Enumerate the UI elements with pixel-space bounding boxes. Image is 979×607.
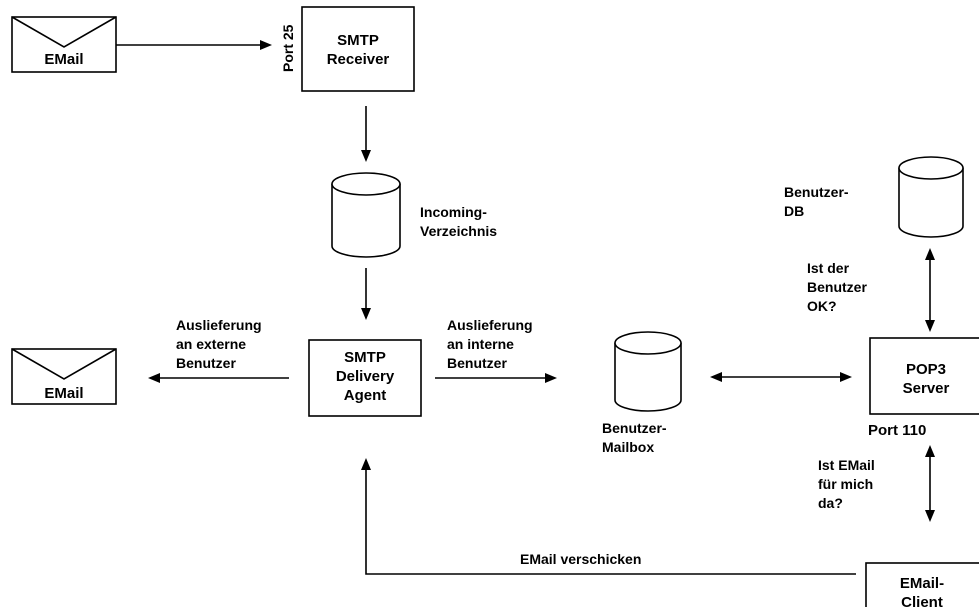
arrow-incoming-to-delivery bbox=[361, 268, 371, 320]
mailbox-label-1: Benutzer- bbox=[602, 420, 667, 436]
user-ok-label-1: Ist der bbox=[807, 260, 850, 276]
pop3-line-2: Server bbox=[903, 380, 950, 397]
mailbox-label-2: Mailbox bbox=[602, 439, 654, 455]
deliver-external-label-3: Benutzer bbox=[176, 355, 236, 371]
deliver-internal-label-3: Benutzer bbox=[447, 355, 507, 371]
smtp-delivery-line-3: Agent bbox=[344, 387, 387, 404]
email-client-box: EMail- Client bbox=[865, 562, 979, 607]
pop3-line-1: POP3 bbox=[906, 361, 946, 378]
email-for-me-label-3: da? bbox=[818, 495, 843, 511]
send-email-label: EMail verschicken bbox=[520, 551, 641, 567]
deliver-internal-label-1: Auslieferung bbox=[447, 317, 533, 333]
port-110-label: Port 110 bbox=[868, 422, 926, 439]
email-client-line-2: Client bbox=[901, 594, 943, 607]
user-ok-label-3: OK? bbox=[807, 298, 837, 314]
arrow-delivery-to-external-email bbox=[148, 373, 289, 383]
user-ok-label-2: Benutzer bbox=[807, 279, 867, 295]
deliver-internal-label-2: an interne bbox=[447, 336, 514, 352]
email-out-label: EMail bbox=[44, 385, 83, 402]
smtp-delivery-line-2: Delivery bbox=[336, 368, 395, 385]
email-in-envelope: EMail bbox=[11, 16, 117, 73]
arrow-client-to-delivery bbox=[361, 458, 856, 575]
deliver-external-label-2: an externe bbox=[176, 336, 246, 352]
email-client-line-1: EMail- bbox=[900, 575, 944, 592]
arrow-receiver-to-incoming bbox=[361, 106, 371, 162]
userdb-label-2: DB bbox=[784, 203, 804, 219]
arrow-mailbox-pop3 bbox=[710, 372, 852, 382]
smtp-delivery-line-1: SMTP bbox=[344, 349, 386, 366]
userdb-label-1: Benutzer- bbox=[784, 184, 849, 200]
mailbox-cylinder bbox=[614, 331, 682, 412]
port-25-label: Port 25 bbox=[280, 24, 296, 72]
smtp-receiver-line-2: Receiver bbox=[327, 51, 390, 68]
arrow-delivery-to-mailbox bbox=[435, 373, 557, 383]
email-for-me-label-1: Ist EMail bbox=[818, 457, 875, 473]
email-for-me-label-2: für mich bbox=[818, 476, 873, 492]
arrow-db-pop3 bbox=[925, 248, 935, 332]
deliver-external-label-1: Auslieferung bbox=[176, 317, 262, 333]
email-out-envelope: EMail bbox=[11, 348, 117, 405]
email-in-label: EMail bbox=[44, 51, 83, 68]
user-db-cylinder bbox=[898, 156, 964, 238]
pop3-server-box: POP3 Server bbox=[869, 337, 979, 415]
smtp-receiver-line-1: SMTP bbox=[337, 32, 379, 49]
arrow-pop3-client bbox=[925, 445, 935, 522]
arrow-email-to-receiver bbox=[116, 40, 272, 50]
incoming-cylinder bbox=[331, 172, 401, 258]
smtp-receiver-box: SMTP Receiver bbox=[301, 6, 415, 92]
incoming-label-2: Verzeichnis bbox=[420, 223, 497, 239]
smtp-delivery-agent-box: SMTP Delivery Agent bbox=[308, 339, 422, 417]
incoming-label-1: Incoming- bbox=[420, 204, 487, 220]
